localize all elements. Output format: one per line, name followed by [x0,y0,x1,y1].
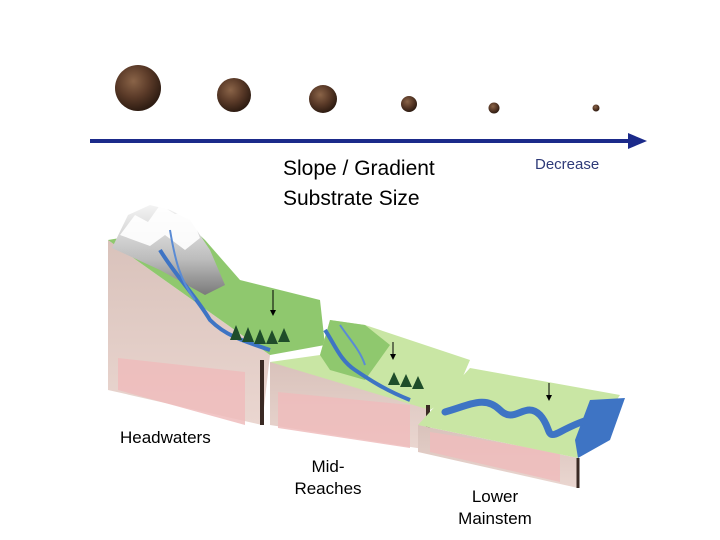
headwaters-block [108,205,325,425]
lower-mainstem-block [418,368,625,488]
lower-mainstem-label-line2: Mainstem [458,509,532,528]
decrease-arrow [90,133,647,149]
axis-title-slope: Slope / Gradient [283,157,435,180]
mid-reaches-label: Mid- Reaches [283,456,373,500]
pebble-2 [217,78,251,112]
pebble-6 [592,104,600,112]
lower-mainstem-label: Lower Mainstem [446,486,544,530]
headwaters-label: Headwaters [120,427,211,449]
mid-reaches-label-line2: Reaches [294,479,362,498]
decrease-label: Decrease [535,156,600,173]
pebble-1 [115,65,161,111]
lower-mainstem-label-line1: Lower [471,487,519,506]
pebble-3 [309,85,337,113]
pebble-5 [488,102,500,114]
pebble-row [115,65,600,114]
pebble-4 [401,96,417,112]
axis-title-substrate: Substrate Size [283,187,420,210]
mid-reaches-label-line1: Mid- [311,457,345,476]
mid-reaches-block [270,320,470,450]
headwaters-label-line1: Headwaters [120,428,211,447]
